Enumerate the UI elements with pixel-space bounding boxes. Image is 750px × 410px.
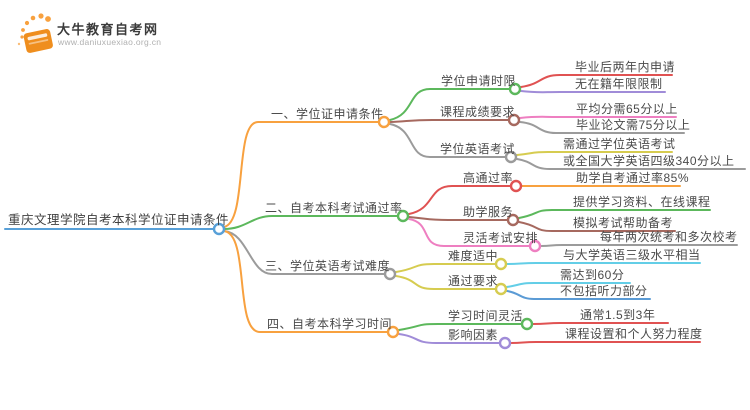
leaf-no-listening-label: 不包括听力部分	[560, 284, 648, 298]
logo-title: 大牛教育自考网	[57, 22, 159, 37]
leaf-rate85-label: 助学自考通过率85%	[576, 171, 690, 185]
node-flexible-time-dot	[520, 317, 534, 331]
node-flexible-exam-label: 灵活考试安排	[463, 231, 539, 245]
leaf-effort-label: 课程设置和个人努力程度	[565, 327, 703, 341]
leaf-twice-yearly-line	[540, 244, 738, 247]
branch1-label: 一、学位证申请条件	[271, 107, 384, 121]
branch2-label: 二、自考本科考试通过率	[265, 201, 403, 215]
node-moderate-line	[395, 263, 496, 273]
node-course-score-line	[389, 119, 509, 123]
node-assist-service-label: 助学服务	[463, 205, 514, 219]
leaf-pass-english-label: 需通过学位英语考试	[563, 137, 676, 151]
node-apply-limit-label: 学位申请时限	[441, 74, 517, 88]
leaf-two-years-label: 毕业后两年内申请	[575, 60, 676, 74]
leaf-effort-line	[510, 341, 701, 344]
branch4-label: 四、自考本科学习时间	[267, 317, 393, 331]
leaf-cet4-340-label: 或全国大学英语四级340分以上	[563, 154, 735, 168]
leaf-cet3-level-line	[506, 262, 701, 265]
node-degree-english-label: 学位英语考试	[440, 142, 516, 156]
branch3-label: 三、学位英语考试难度	[265, 259, 391, 273]
leaf-60points-label: 需达到60分	[560, 268, 625, 282]
leaf-1-5-3-years-label: 通常1.5到3年	[580, 308, 656, 322]
root-node-label: 重庆文理学院自考本科学位证申请条件	[8, 213, 230, 227]
leaf-cet3-level-label: 与大学英语三级水平相当	[563, 248, 701, 262]
node-high-pass-label: 高通过率	[463, 171, 514, 185]
branch2-line	[223, 215, 398, 230]
logo-url: www.daniuxuexiao.org.cn	[58, 37, 162, 47]
logo-book-icon	[17, 13, 53, 53]
node-moderate-label: 难度适中	[448, 249, 499, 263]
leaf-1-5-3-years-line	[532, 322, 669, 325]
leaf-mock-exam-label: 模拟考试帮助备考	[573, 216, 674, 230]
leaf-twice-yearly-label: 每年两次统考和多次校考	[600, 230, 738, 244]
node-factors-label: 影响因素	[448, 328, 499, 342]
leaf-materials-label: 提供学习资料、在线课程	[573, 195, 711, 209]
node-factors-dot	[498, 336, 512, 350]
node-course-score-label: 课程成绩要求	[440, 105, 516, 119]
node-flexible-time-label: 学习时间灵活	[448, 309, 524, 323]
leaf-thesis75-label: 毕业论文需75分以上	[576, 118, 691, 132]
leaf-no-limit-line	[520, 90, 666, 94]
leaf-no-limit-label: 无在籍年限限制	[575, 77, 663, 91]
leaf-avg65-label: 平均分需65分以上	[576, 102, 678, 116]
node-pass-req-label: 通过要求	[448, 274, 499, 288]
site-logo: 大牛教育自考网 www.daniuxuexiao.org.cn	[15, 10, 215, 55]
